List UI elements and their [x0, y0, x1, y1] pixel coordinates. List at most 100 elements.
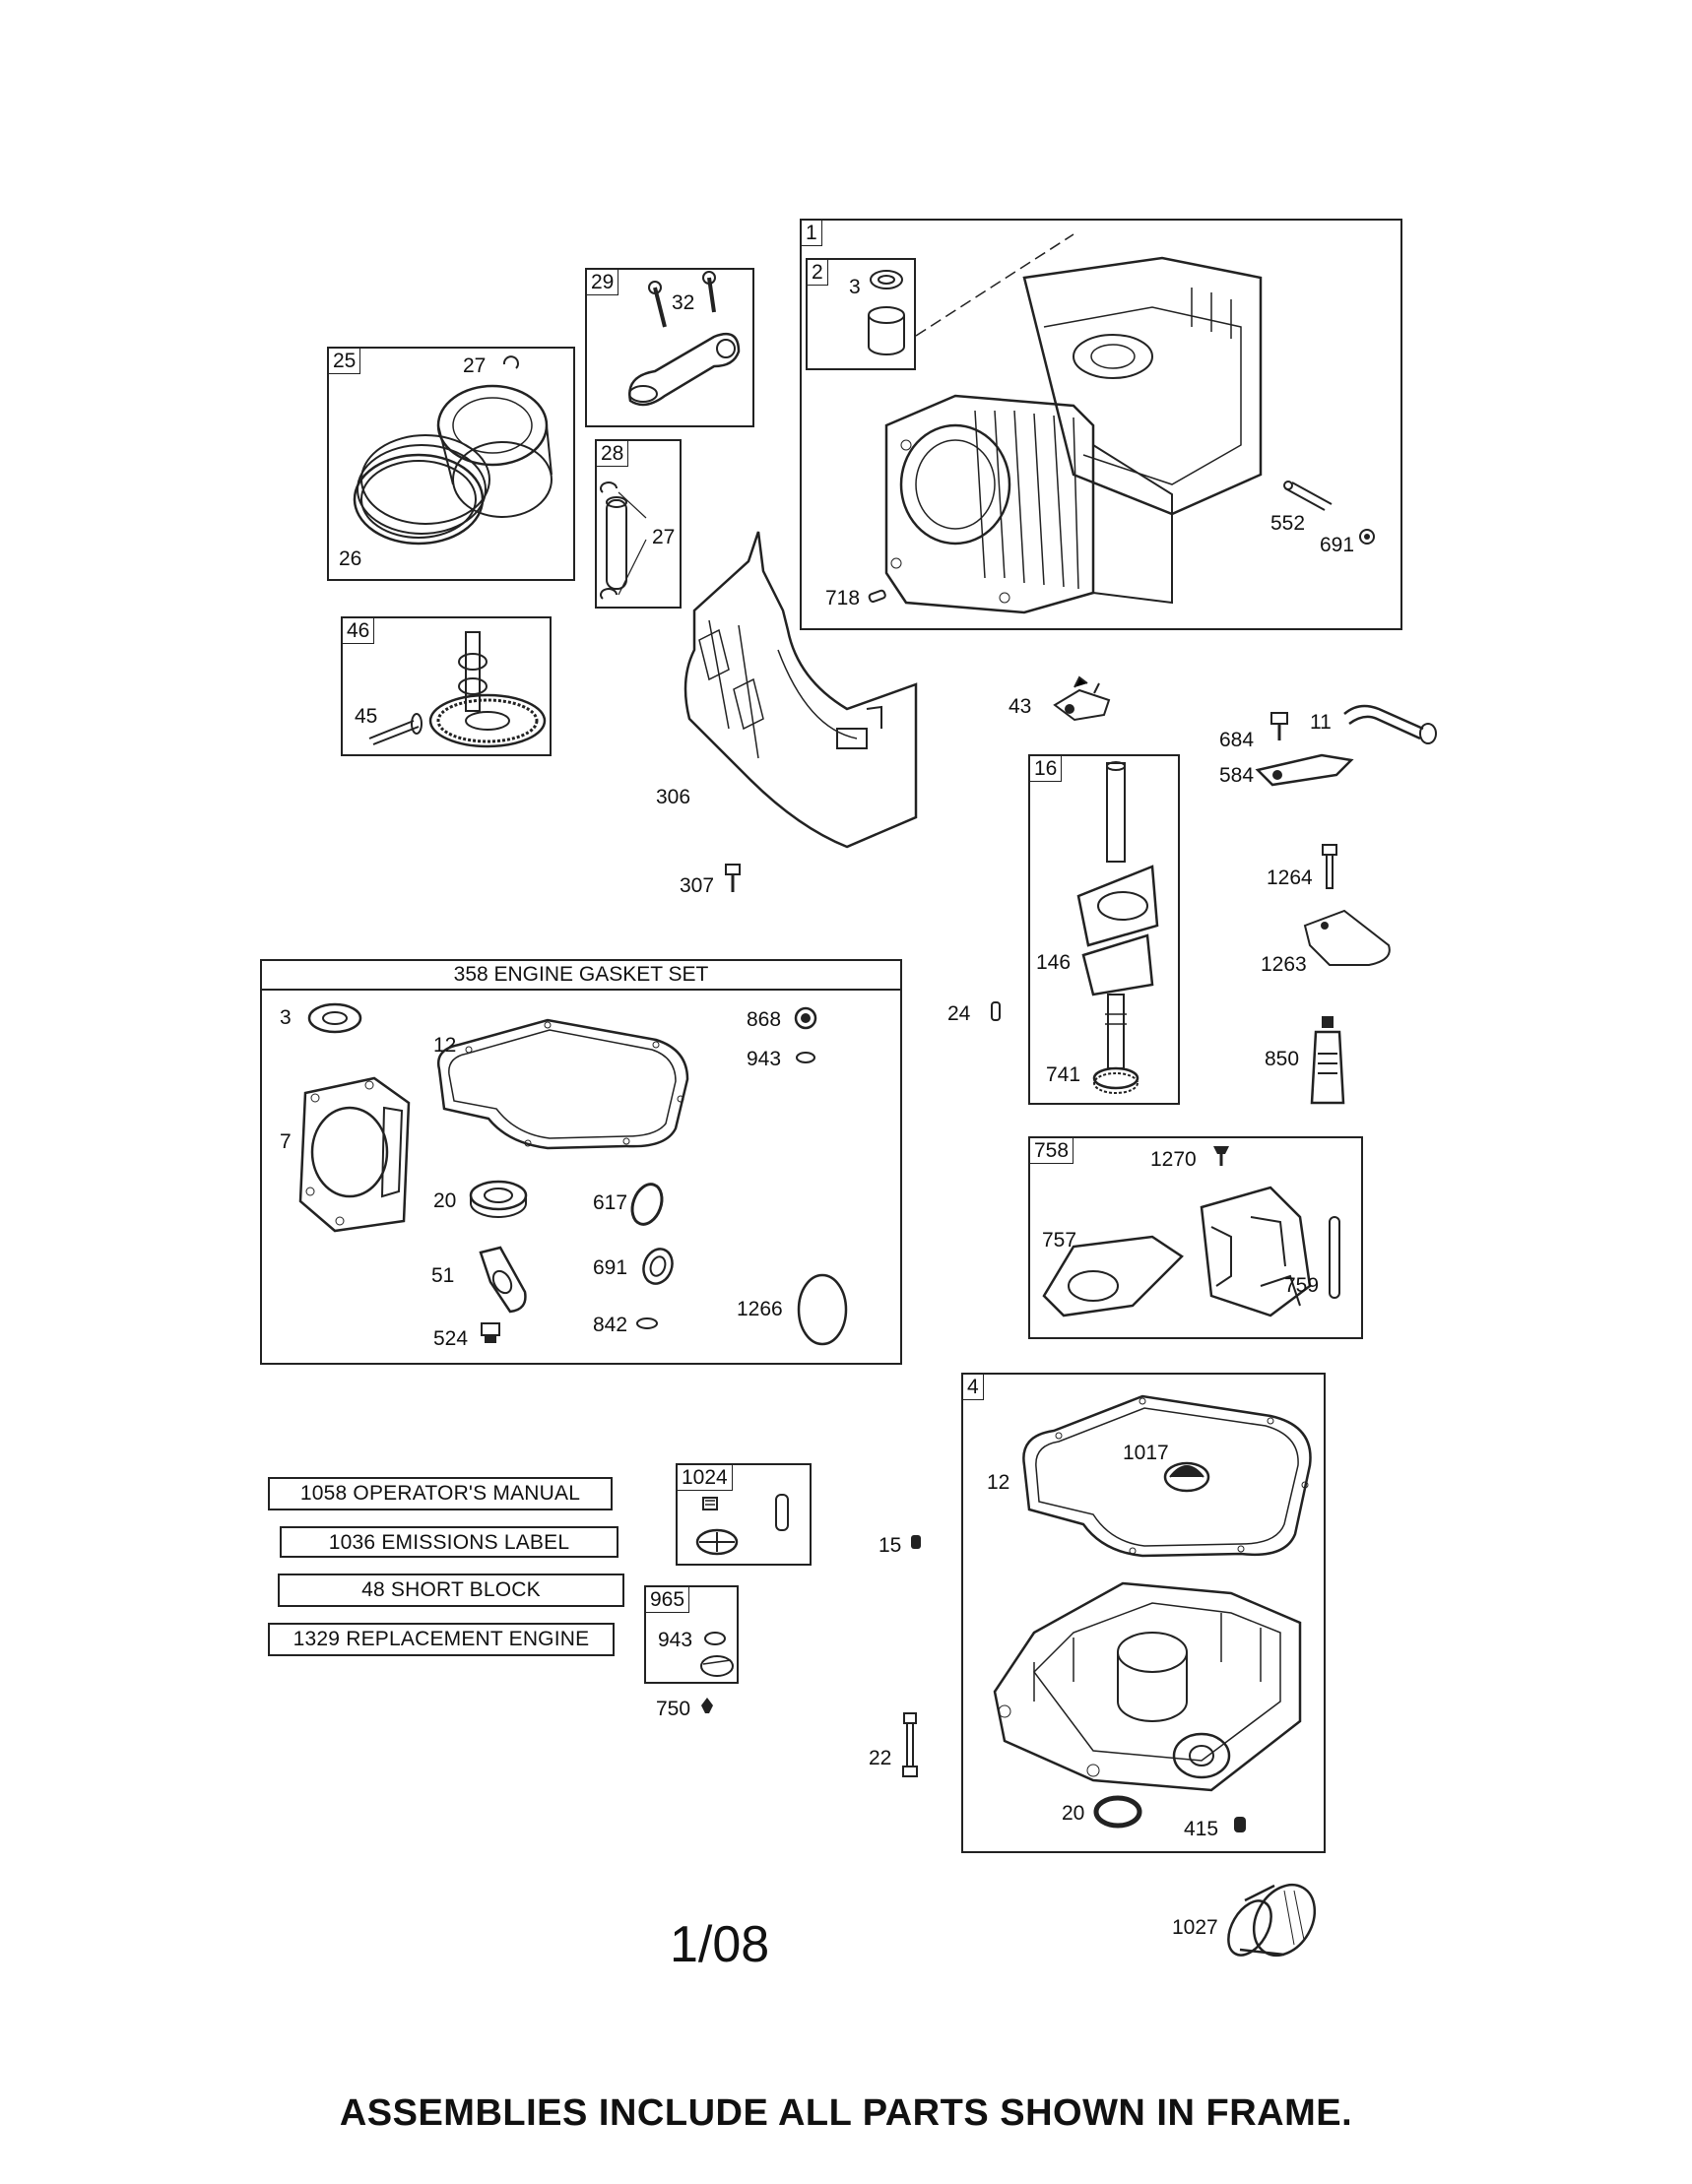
callout-27b: 27 — [652, 526, 676, 548]
frame-4-tag: 4 — [962, 1374, 984, 1400]
callout-22: 22 — [869, 1747, 892, 1769]
head-gasket-7-drawing — [295, 1073, 414, 1231]
plug-524-drawing — [477, 1319, 504, 1343]
frame-965-assembly — [644, 1585, 739, 1684]
callout-gasket-691: 691 — [593, 1256, 628, 1279]
callout-27: 27 — [463, 354, 487, 377]
callout-15: 15 — [879, 1534, 902, 1557]
camshaft-drawing — [359, 622, 552, 754]
callout-1017: 1017 — [1123, 1442, 1169, 1464]
frame-piston-pin — [595, 439, 682, 609]
screw-1270-drawing — [1213, 1146, 1229, 1170]
label-short-block: 48 SHORT BLOCK — [278, 1574, 624, 1607]
callout-552: 552 — [1270, 512, 1306, 535]
frame-16-tag: 16 — [1029, 755, 1063, 782]
callout-11: 11 — [1310, 711, 1332, 734]
callout-gasket-12: 12 — [433, 1034, 457, 1057]
callout-43: 43 — [1009, 695, 1032, 718]
callout-584: 584 — [1219, 764, 1255, 787]
callout-146: 146 — [1036, 951, 1072, 974]
frame-29-tag: 29 — [586, 269, 619, 295]
o-ring-943-drawing — [794, 1050, 817, 1065]
piston-pin-drawing — [597, 479, 676, 607]
callout-850: 850 — [1265, 1048, 1300, 1070]
callout-gasket-524: 524 — [433, 1327, 469, 1350]
part-15-drawing — [911, 1535, 921, 1549]
frame-cylinder-sleeve — [806, 258, 916, 370]
crankcase-gasket-12-drawing — [429, 1010, 695, 1158]
plug-415-drawing — [1234, 1817, 1246, 1832]
plug-868-drawing — [792, 1004, 821, 1034]
frame-25-tag: 25 — [328, 348, 361, 374]
label-replacement-engine: 1329 REPLACEMENT ENGINE — [268, 1623, 615, 1656]
callout-gasket-842: 842 — [593, 1314, 628, 1336]
callout-gasket-868: 868 — [747, 1008, 782, 1031]
bolt-307-drawing — [723, 863, 743, 896]
seal-20b-drawing — [1091, 1792, 1144, 1831]
footer-note: ASSEMBLIES INCLUDE ALL PARTS SHOWN IN FR… — [339, 2092, 1353, 2134]
callout-gasket-51: 51 — [431, 1264, 455, 1287]
dowel-pin-552-drawing — [1280, 481, 1339, 520]
frame-2-tag: 2 — [807, 259, 828, 286]
bracket-584-drawing — [1253, 750, 1361, 790]
sleeve-leader-line — [916, 232, 1083, 341]
plate-1263-drawing — [1300, 906, 1399, 975]
pin-718-drawing — [867, 587, 890, 607]
sump-gasket-drawing — [1014, 1386, 1320, 1564]
callout-gasket-943: 943 — [747, 1048, 782, 1070]
callout-26: 26 — [339, 547, 362, 570]
frame-965-tag: 965 — [645, 1586, 690, 1613]
frame-1024-assembly — [676, 1463, 812, 1566]
callout-12b: 12 — [987, 1471, 1010, 1494]
frame-connecting-rod — [585, 268, 754, 427]
callout-718: 718 — [825, 587, 861, 610]
governor-assembly-drawing — [1034, 1178, 1330, 1335]
callout-684: 684 — [1219, 729, 1255, 751]
callout-gasket-20: 20 — [433, 1189, 457, 1212]
callout-1264: 1264 — [1267, 867, 1313, 889]
callout-943b: 943 — [658, 1629, 693, 1651]
callout-750: 750 — [656, 1698, 691, 1720]
frame-sump-assembly — [961, 1373, 1326, 1853]
seal-20-drawing — [467, 1178, 532, 1217]
key-24-drawing — [989, 1000, 1003, 1024]
callout-45: 45 — [355, 705, 378, 728]
gasket-51-drawing — [471, 1243, 530, 1316]
washer-691-drawing — [638, 1245, 678, 1288]
callout-306: 306 — [656, 786, 691, 808]
frame-758-assembly — [1028, 1136, 1363, 1339]
blower-housing-drawing — [670, 532, 926, 876]
o-ring-1266-drawing — [794, 1270, 851, 1349]
frame-1-tag: 1 — [801, 220, 822, 246]
callout-307: 307 — [680, 874, 715, 897]
plug-750-drawing — [701, 1698, 713, 1713]
callout-1027: 1027 — [1172, 1916, 1218, 1939]
valve-1024-drawing — [685, 1493, 804, 1562]
sump-housing-drawing — [975, 1564, 1310, 1810]
oil-filter-1027-drawing — [1225, 1871, 1324, 1979]
connecting-rod-drawing — [616, 268, 753, 423]
screw-1264-drawing — [1320, 843, 1339, 892]
callout-741: 741 — [1046, 1063, 1081, 1086]
frame-1024-tag: 1024 — [677, 1464, 733, 1491]
callout-691: 691 — [1320, 534, 1355, 556]
callout-24: 24 — [947, 1002, 971, 1025]
cylinder-sleeve-drawing — [857, 268, 916, 366]
piston-and-rings-drawing — [345, 356, 571, 573]
frame-piston-assembly — [327, 347, 575, 581]
callout-1270: 1270 — [1150, 1148, 1197, 1171]
parts-965-drawing — [695, 1629, 739, 1682]
frame-758-tag: 758 — [1029, 1137, 1074, 1164]
gasket-set-title: 358 ENGINE GASKET SET — [262, 961, 900, 991]
callout-3: 3 — [849, 276, 861, 298]
nut-691-drawing — [1357, 527, 1377, 546]
frame-crankshaft — [1028, 754, 1180, 1105]
label-operators-manual: 1058 OPERATOR'S MANUAL — [268, 1477, 613, 1510]
bolt-684-drawing — [1269, 711, 1290, 744]
callout-gasket-1266: 1266 — [737, 1298, 783, 1320]
sealant-tube-850-drawing — [1308, 1016, 1347, 1109]
cylinder-block-drawing — [877, 248, 1270, 614]
revision-date: 1/08 — [670, 1916, 770, 1973]
callout-gasket-3: 3 — [280, 1006, 292, 1029]
governor-part-43-drawing — [1050, 675, 1119, 725]
